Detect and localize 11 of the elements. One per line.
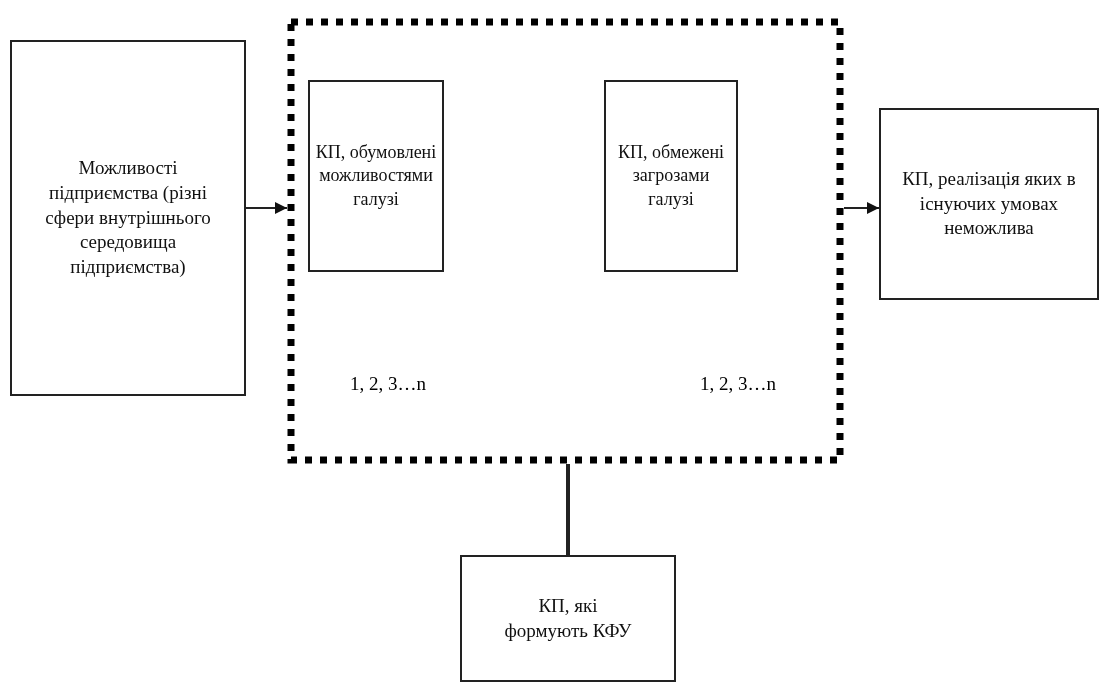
- arrow: [245, 202, 288, 214]
- text-box: КП, які формують КФУ: [460, 555, 676, 682]
- connector-line: [566, 464, 570, 555]
- text-box: КП, реалізація яких в існуючих умовах неможлива: [879, 108, 1099, 300]
- numbering-text: 1, 2, 3…n: [350, 373, 426, 395]
- arrow: [843, 202, 880, 214]
- text-box: КП, обумовлені можливостями галузі: [308, 80, 444, 272]
- text-box: Можливості підприємства (різні сфери внутрішнього середовища підприємства): [10, 40, 246, 396]
- numbering-text: 1, 2, 3…n: [700, 373, 776, 395]
- dotted-frame: [287, 18, 844, 464]
- text-box: КП, обмежені загрозами галузі: [604, 80, 738, 272]
